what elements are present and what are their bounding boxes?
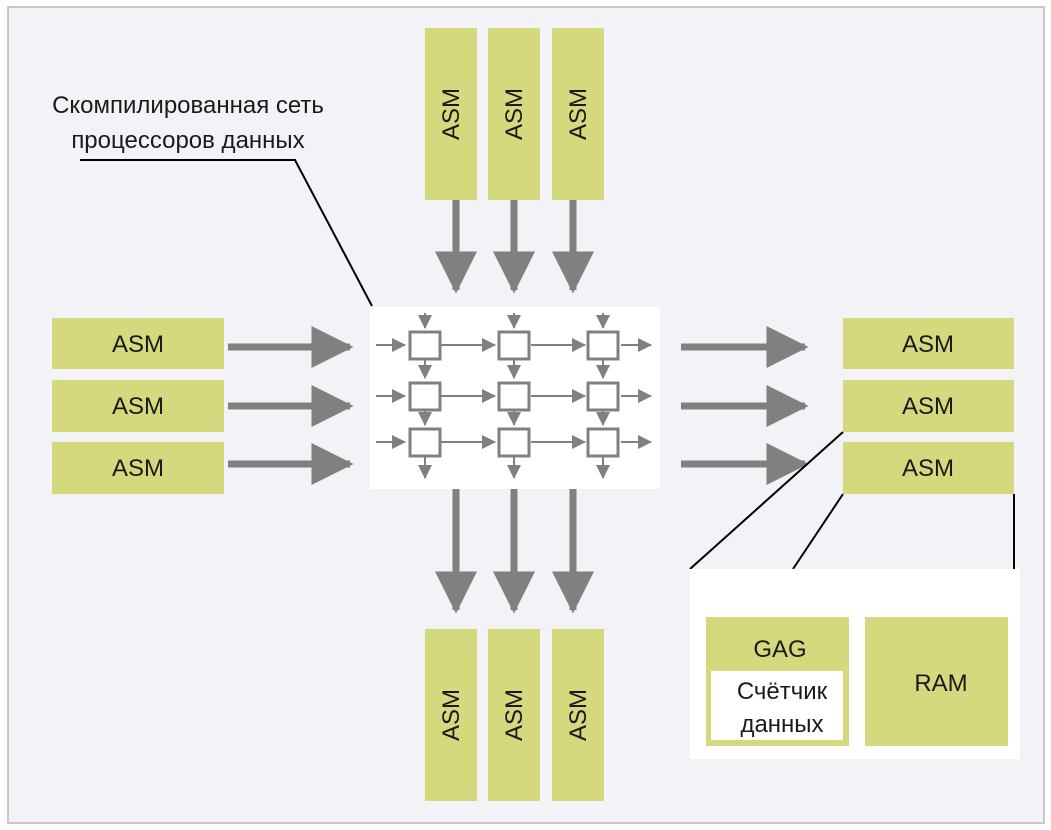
asm-label-top-3: ASM: [565, 88, 592, 140]
processor-node: [586, 330, 620, 361]
asm-label-top-1: ASM: [438, 88, 465, 140]
asm-group-right: ASM ASM ASM: [843, 318, 1014, 494]
caption-line-2: процессоров данных: [71, 127, 304, 154]
asm-label-left-1: ASM: [112, 331, 164, 358]
asm-group-top: ASM ASM ASM: [425, 28, 604, 200]
grid-arrows: [376, 313, 652, 479]
asm-label-right-1: ASM: [902, 331, 954, 358]
caption-line-1: Скомпилированная сеть: [52, 92, 324, 119]
processor-grid: [408, 330, 620, 458]
processor-node: [497, 381, 531, 412]
asm-label-right-2: ASM: [902, 393, 954, 420]
asm-block-right-2: [843, 380, 1014, 432]
ram-label: RAM: [914, 670, 967, 697]
zoom-line-left: [689, 431, 844, 570]
asm-label-bottom-2: ASM: [501, 689, 528, 741]
data-flow-arrows: [228, 200, 809, 614]
asm-group-left: ASM ASM ASM: [52, 318, 224, 494]
detail-zoom-lines: [689, 431, 1015, 570]
asm-group-bottom: ASM ASM ASM: [425, 629, 604, 801]
asm-block-left-2: [52, 380, 224, 432]
processor-node: [497, 427, 531, 458]
asm-block-left-1: [52, 318, 224, 369]
asm-block-bottom-2: [488, 629, 540, 801]
asm-block-top-1: [425, 28, 477, 200]
processor-node: [408, 427, 442, 458]
asm-label-bottom-1: ASM: [438, 689, 465, 741]
asm-block-bottom-3: [552, 629, 604, 801]
asm-block-bottom-1: [425, 629, 477, 801]
zoom-line-middle: [792, 493, 844, 570]
asm-label-bottom-3: ASM: [565, 689, 592, 741]
asm-block-right-1: [843, 318, 1014, 369]
asm-label-left-2: ASM: [112, 393, 164, 420]
asm-block-right-3: [843, 442, 1014, 494]
asm-block-left-3: [52, 442, 224, 494]
processor-node: [497, 330, 531, 361]
asm-block-top-2: [488, 28, 540, 200]
processor-node: [586, 381, 620, 412]
asm-label-top-2: ASM: [501, 88, 528, 140]
asm-label-right-3: ASM: [902, 455, 954, 482]
asm-block-top-3: [552, 28, 604, 200]
caption-leader-line: [80, 159, 373, 307]
processor-node: [408, 381, 442, 412]
gag-label: GAG: [753, 636, 806, 663]
processor-node: [586, 427, 620, 458]
ram-block: [865, 617, 1008, 746]
processor-node: [408, 330, 442, 361]
asm-label-left-3: ASM: [112, 455, 164, 482]
data-counter-line-1: Счётчик: [737, 678, 828, 705]
data-counter-line-2: данных: [740, 711, 823, 738]
data-counter-box: [711, 671, 843, 740]
